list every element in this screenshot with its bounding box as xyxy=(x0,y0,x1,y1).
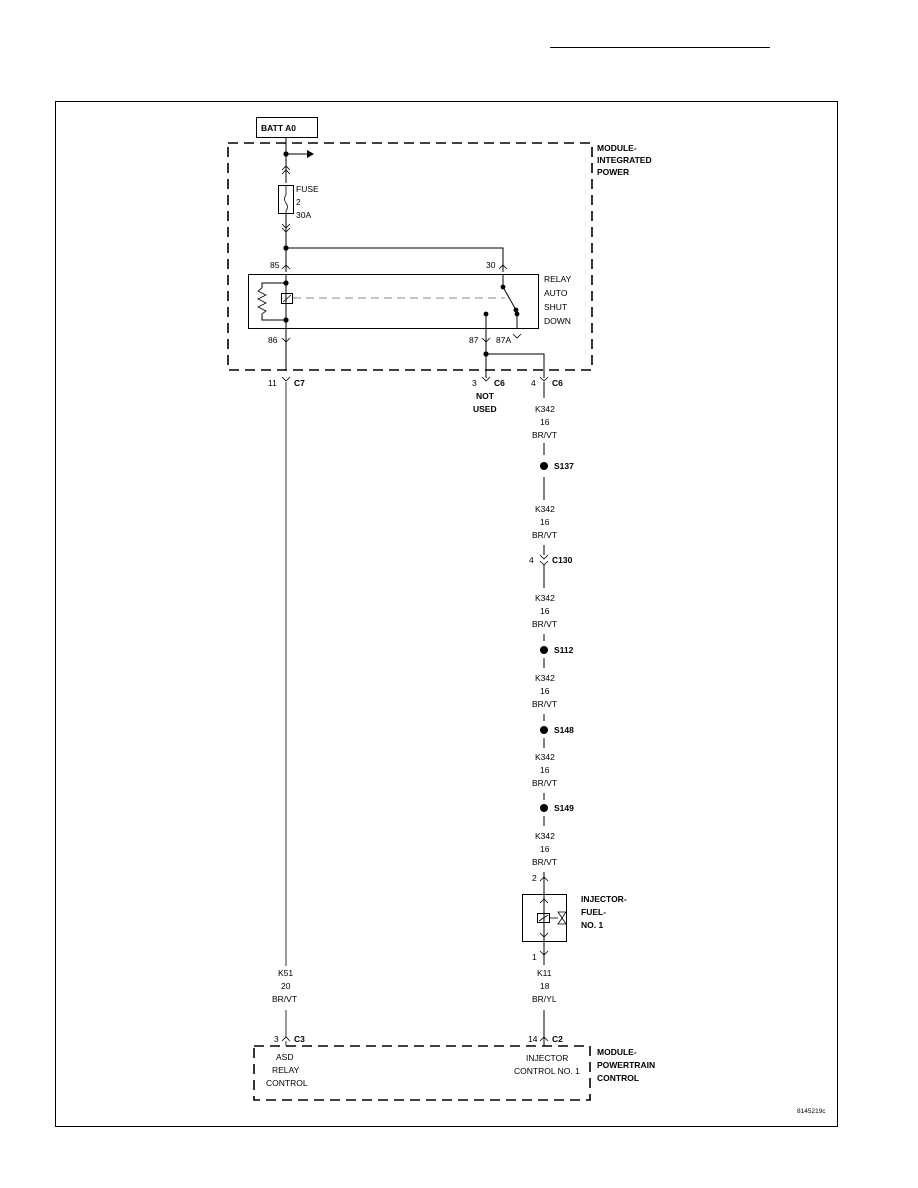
pcm-left-1: ASD xyxy=(276,1052,293,1062)
fuse-2-30a: FUSE 2 30A xyxy=(278,184,319,220)
connector-c130: 4 C130 xyxy=(529,554,573,566)
svg-text:S137: S137 xyxy=(554,461,574,471)
k51-label-1: K51 xyxy=(278,968,293,978)
svg-text:K342: K342 xyxy=(535,752,555,762)
svg-text:S149: S149 xyxy=(554,803,574,813)
svg-text:16: 16 xyxy=(540,844,550,854)
not-used-2: USED xyxy=(473,404,497,414)
pcm-label-1: MODULE- xyxy=(597,1047,637,1057)
k342-label-3: K342 16 BR/VT xyxy=(532,593,557,629)
splice-s137: S137 xyxy=(540,461,574,471)
module-integrated-power: MODULE- INTEGRATED POWER xyxy=(227,142,652,371)
injector-fuel-no1: 2 INJECTOR- FUEL- NO. 1 1 xyxy=(522,873,627,965)
ipm-label-2: INTEGRATED xyxy=(597,155,652,165)
not-used-1: NOT xyxy=(476,391,495,401)
injector-label-1: INJECTOR- xyxy=(581,894,627,904)
relay-label-3: SHUT xyxy=(544,302,567,312)
relay-pin-87a: 87A xyxy=(496,335,511,345)
c6b-name: C6 xyxy=(552,378,563,388)
c3-name: C3 xyxy=(294,1034,305,1044)
wire-k51: K51 20 BR/VT 3 C3 xyxy=(272,382,305,1046)
relay-pin-85: 85 xyxy=(270,260,280,270)
splice-s112: S112 xyxy=(540,645,574,655)
relay-label-4: DOWN xyxy=(544,316,571,326)
figure-id: 8145219c xyxy=(797,1108,826,1115)
svg-text:16: 16 xyxy=(540,686,550,696)
k342-label-1: K342 16 BR/VT xyxy=(532,404,557,440)
svg-text:K342: K342 xyxy=(535,593,555,603)
c7-name: C7 xyxy=(294,378,305,388)
pcm-left-3: CONTROL xyxy=(266,1078,308,1088)
pcm-label-3: CONTROL xyxy=(597,1073,639,1083)
svg-text:C130: C130 xyxy=(552,555,573,565)
batt-feed-wire xyxy=(281,138,314,183)
pcm-right-2: CONTROL NO. 1 xyxy=(514,1066,580,1076)
fuse-label-1: FUSE xyxy=(296,184,319,194)
svg-text:BR/VT: BR/VT xyxy=(532,778,557,788)
fuse-label-2: 2 xyxy=(296,197,301,207)
c3-pin: 3 xyxy=(274,1034,279,1044)
ipm-label-1: MODULE- xyxy=(597,143,637,153)
svg-text:K342: K342 xyxy=(535,673,555,683)
svg-text:BR/VT: BR/VT xyxy=(532,530,557,540)
fuse-label-3: 30A xyxy=(296,210,311,220)
fuse-to-relay-wire: 85 30 xyxy=(270,214,508,272)
connector-c6-pin4: 4 C6 xyxy=(531,376,563,388)
svg-text:K342: K342 xyxy=(535,404,555,414)
injector-label-2: FUEL- xyxy=(581,907,606,917)
injector-pin-1: 1 xyxy=(532,952,537,962)
c6a-pin: 3 xyxy=(472,378,477,388)
svg-text:16: 16 xyxy=(540,606,550,616)
svg-text:16: 16 xyxy=(540,417,550,427)
c2-pin: 14 xyxy=(528,1034,538,1044)
svg-text:S112: S112 xyxy=(554,645,574,655)
c6b-pin: 4 xyxy=(531,378,536,388)
svg-text:BR/VT: BR/VT xyxy=(532,857,557,867)
relay-label-2: AUTO xyxy=(544,288,568,298)
module-powertrain-control: ASD RELAY CONTROL INJECTOR CONTROL NO. 1… xyxy=(253,1045,655,1101)
k11-label-1: K11 xyxy=(537,968,552,978)
svg-text:K342: K342 xyxy=(535,504,555,514)
pcm-label-2: POWERTRAIN xyxy=(597,1060,655,1070)
svg-text:4: 4 xyxy=(529,555,534,565)
figure-frame xyxy=(55,101,838,1127)
relay-pin-87: 87 xyxy=(469,335,479,345)
pcm-left-2: RELAY xyxy=(272,1065,300,1075)
relay-label-1: RELAY xyxy=(544,274,572,284)
ipm-label-3: POWER xyxy=(597,167,629,177)
relay-auto-shut-down: RELAY AUTO SHUT DOWN xyxy=(248,274,572,329)
svg-text:BR/VT: BR/VT xyxy=(532,430,557,440)
svg-text:16: 16 xyxy=(540,517,550,527)
relay-pin-86: 86 xyxy=(268,335,278,345)
k342-label-5: K342 16 BR/VT xyxy=(532,752,557,788)
batt-a0-label: BATT A0 xyxy=(261,123,296,133)
k51-label-2: 20 xyxy=(281,981,291,991)
k342-label-4: K342 16 BR/VT xyxy=(532,673,557,709)
c7-pin: 11 xyxy=(268,378,277,388)
svg-text:S148: S148 xyxy=(554,725,574,735)
injector-pin-2: 2 xyxy=(532,873,537,883)
connector-c6-not-used: 3 C6 NOT USED xyxy=(472,376,505,414)
connector-c7: 11 C7 xyxy=(268,376,305,388)
k11-label-3: BR/YL xyxy=(532,994,557,1004)
relay-output-pins: 86 87 87A xyxy=(268,329,545,378)
svg-text:BR/VT: BR/VT xyxy=(532,699,557,709)
c2-name: C2 xyxy=(552,1034,563,1044)
wire-k11: K11 18 BR/YL 14 C2 xyxy=(528,968,563,1046)
c6a-name: C6 xyxy=(494,378,505,388)
k342-label-2: K342 16 BR/VT xyxy=(532,504,557,540)
splice-s149: S149 xyxy=(540,803,574,813)
injector-label-3: NO. 1 xyxy=(581,920,603,930)
k11-label-2: 18 xyxy=(540,981,550,991)
svg-text:BR/VT: BR/VT xyxy=(532,619,557,629)
k51-label-3: BR/VT xyxy=(272,994,297,1004)
pcm-right-1: INJECTOR xyxy=(526,1053,568,1063)
batt-a0-source: BATT A0 xyxy=(256,117,318,138)
splice-s148: S148 xyxy=(540,725,574,735)
relay-pin-30: 30 xyxy=(486,260,496,270)
svg-text:16: 16 xyxy=(540,765,550,775)
svg-text:K342: K342 xyxy=(535,831,555,841)
k342-label-6: K342 16 BR/VT xyxy=(532,831,557,867)
